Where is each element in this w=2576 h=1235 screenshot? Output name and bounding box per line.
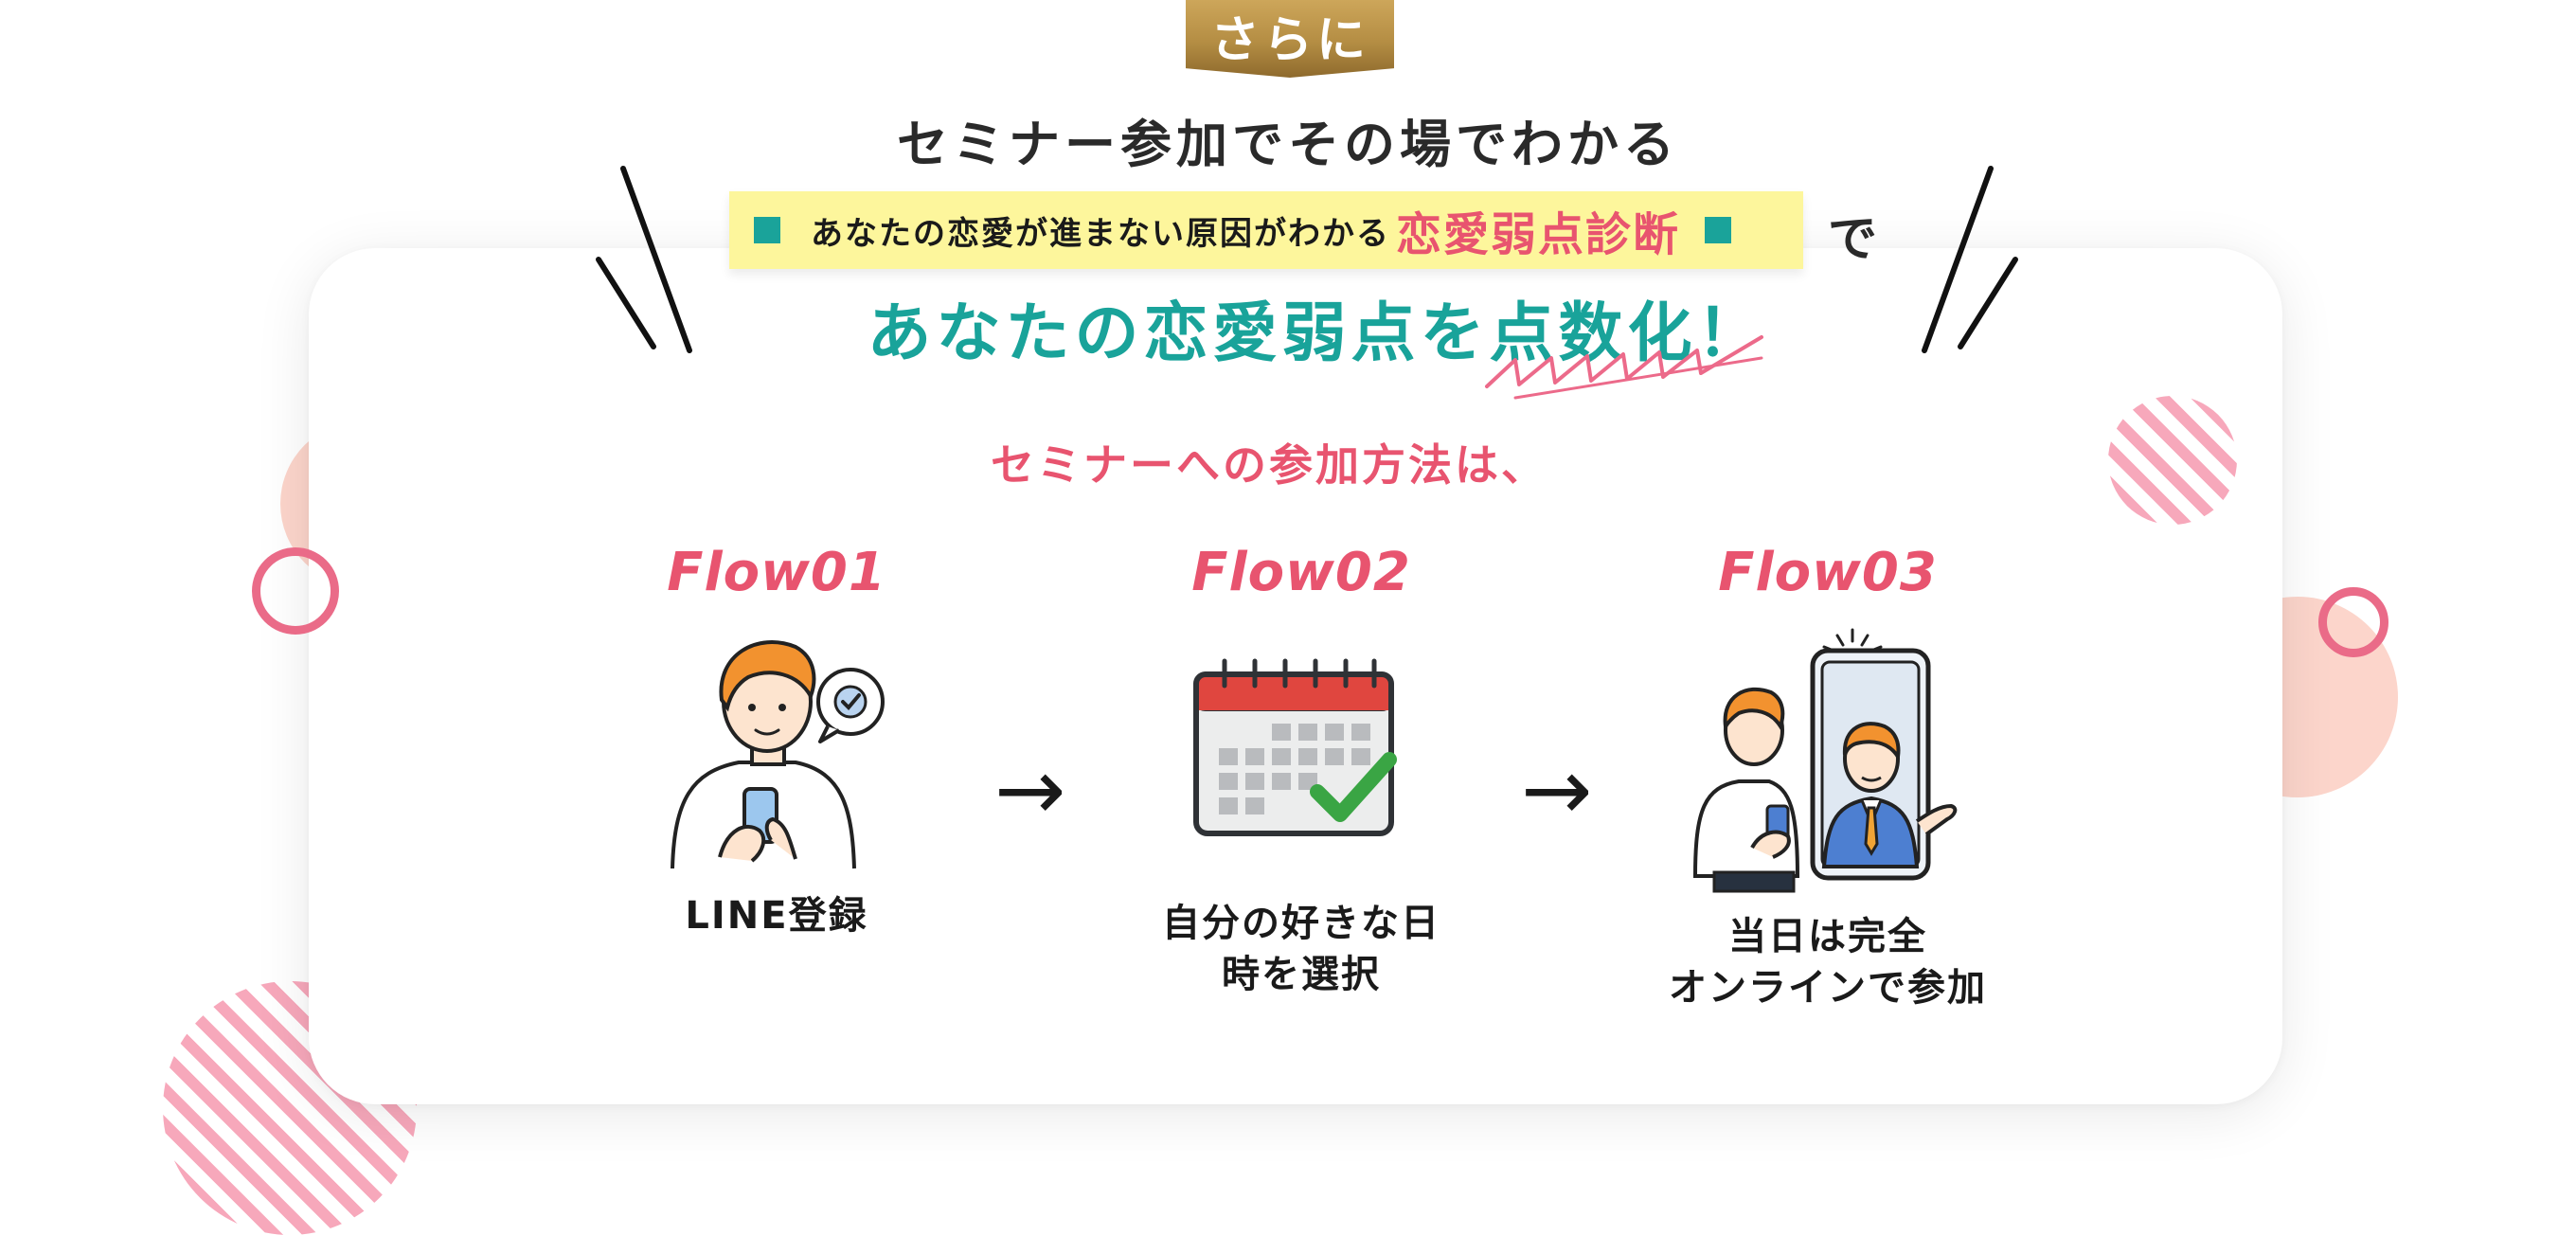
highlight-big-text: 恋愛弱点診断 [1396,208,1681,261]
highlight-box: あなたの恋愛が進まない原因がわかる 恋愛弱点診断 [729,191,1803,269]
flow01-title: Flow01 [667,542,886,603]
method-label: セミナーへの参加方法は、 [991,439,1547,491]
burst-lines-left-icon [596,166,692,353]
flow03-caption-line2: オンラインで参加 [1669,966,1987,1010]
flow02-caption-line2: 時を選択 [1222,953,1381,996]
headline-line1: セミナー参加でその場でわかる [897,115,1679,174]
highlight-suffix: で [1828,211,1878,268]
flow01-caption-line1: LINE登録 [685,894,868,938]
calendar-check-icon [1193,658,1397,836]
pink-scribble-underline-icon [1485,335,1763,400]
flow03-title: Flow03 [1718,542,1938,603]
badge-sarani: さらに [1186,0,1394,78]
flow02-caption: 自分の好きな日 時を選択 [1083,898,1519,1000]
burst-lines-right-icon [1922,166,2018,353]
arrow-right-icon: → [994,741,1066,840]
flow03-caption-line1: 当日は完全 [1728,915,1927,958]
decor-ring-right [2318,587,2388,657]
headline-line3: あなたの恋愛弱点を点数化！ [867,296,1766,371]
man-with-smartphone-icon [671,640,885,869]
teal-square-icon [1705,217,1732,243]
flow01-caption: LINE登録 [559,890,994,941]
decor-striped-circle-top-right [2108,396,2237,525]
highlight-small-text: あなたの恋愛が進まない原因がわかる [811,214,1390,253]
teal-square-icon [754,217,780,243]
flow03-caption: 当日は完全 オンラインで参加 [1610,911,2046,1013]
flow02-title: Flow02 [1191,542,1411,603]
arrow-right-icon: → [1521,741,1593,840]
flow02-caption-line1: 自分の好きな日 [1162,902,1440,945]
online-video-call-icon [1692,628,1958,893]
decor-ring-left [252,547,339,635]
